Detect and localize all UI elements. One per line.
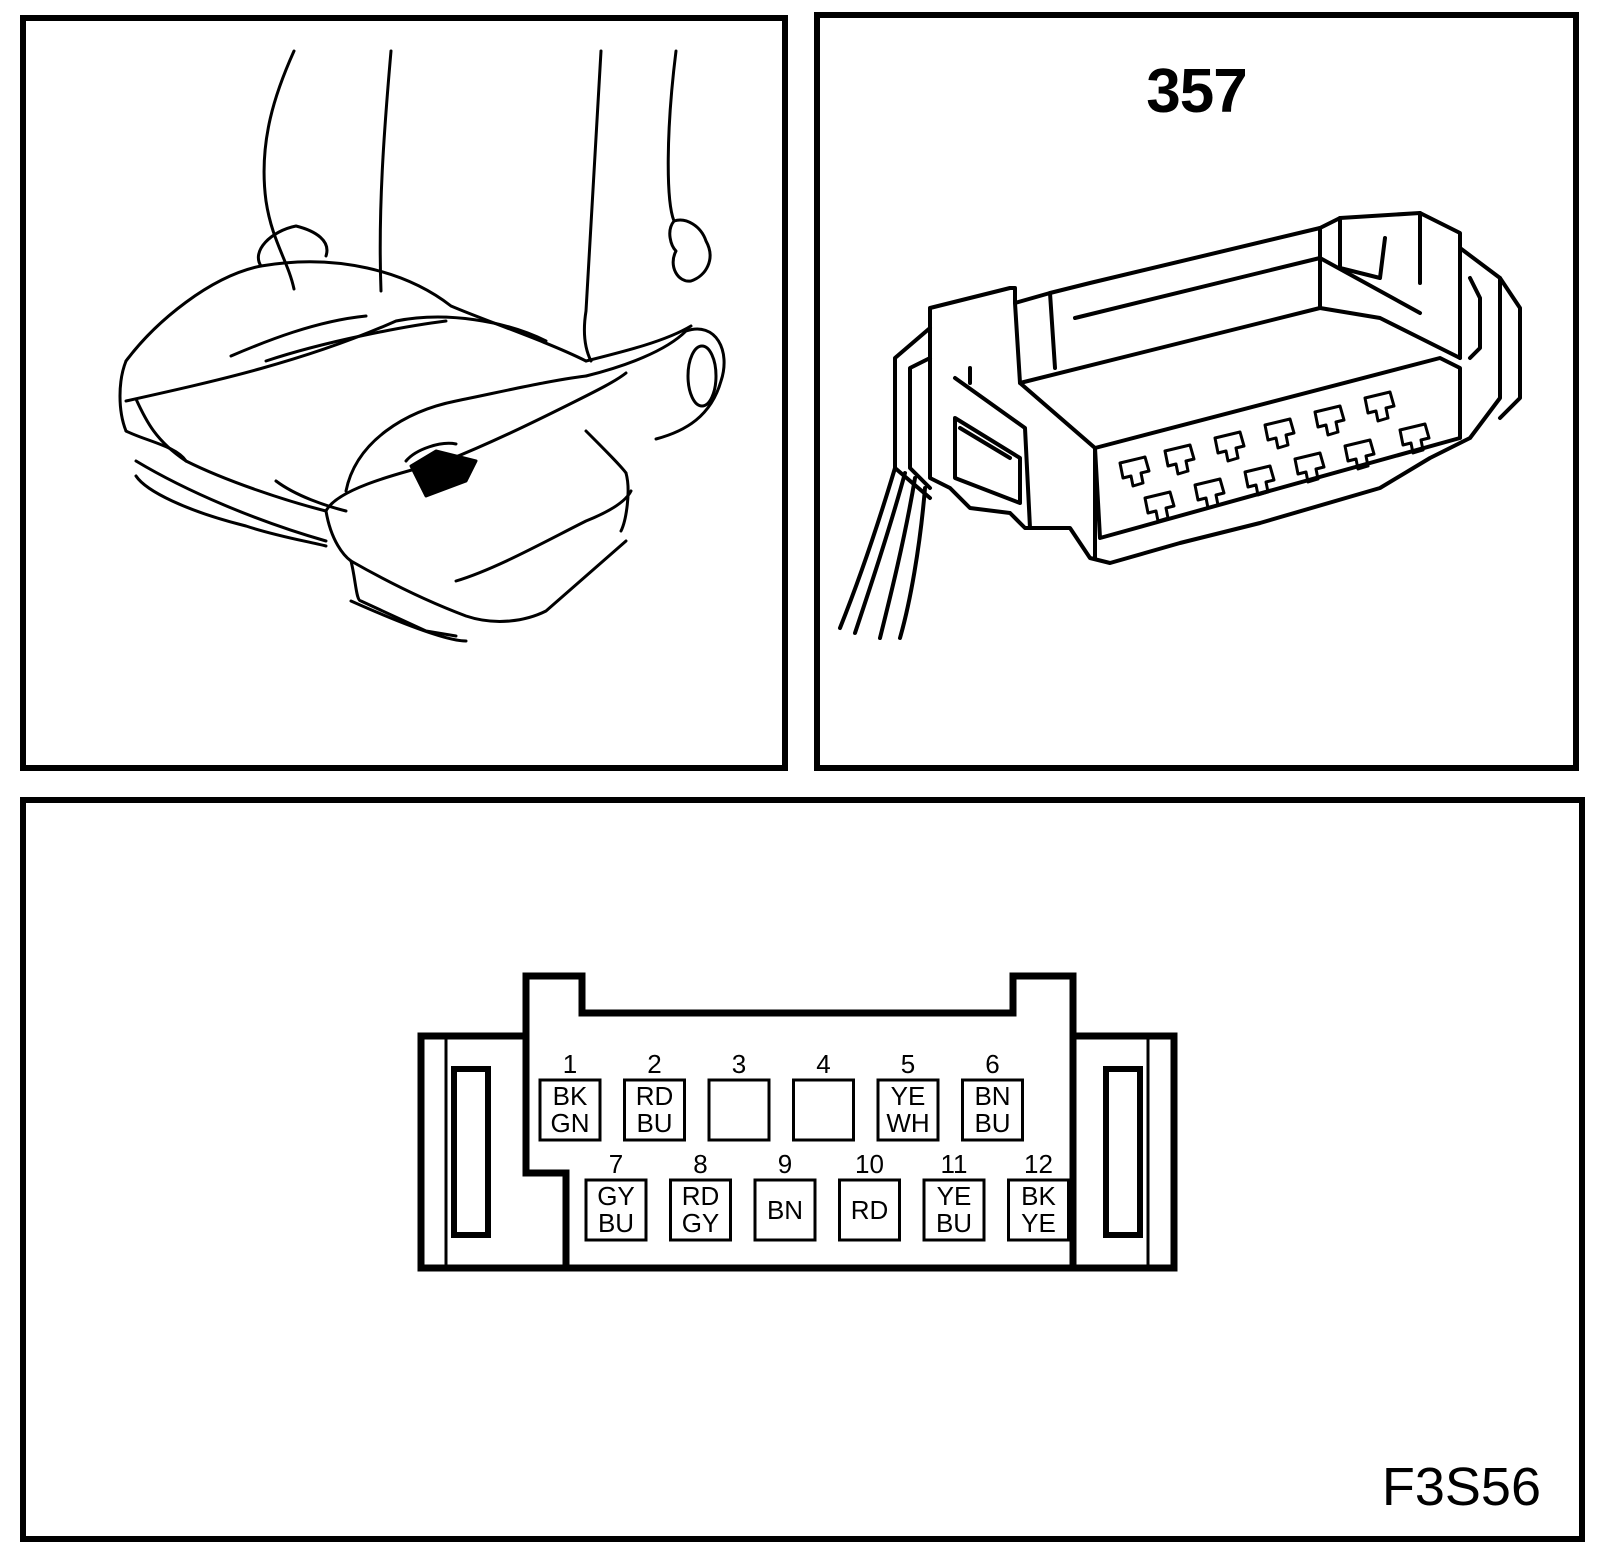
wire-color-primary: RD [636,1081,674,1111]
pin-number: 10 [855,1149,884,1179]
figure-code-label: F3S56 [1381,1457,1541,1517]
left-latch-slot [451,1066,491,1238]
wire-color-primary: BN [974,1081,1010,1111]
wire-color-secondary: GN [551,1108,590,1138]
wire-color-primary: BK [553,1081,588,1111]
pin-cavity [623,1078,686,1142]
pin-3: 3 [707,1049,771,1142]
pin-cavity [876,1078,940,1142]
seat-illustration-panel [20,15,788,771]
pin-number: 3 [732,1049,746,1079]
wire-color-primary: GY [597,1181,635,1211]
pin-cavity [922,1178,986,1242]
pin-number: 6 [985,1049,999,1079]
wire-color-secondary: WH [886,1108,929,1138]
wire-color-primary: BK [1021,1181,1056,1211]
wire-color-secondary: BU [598,1208,634,1238]
pin-cavity [961,1078,1024,1142]
wire-color-label: BN [767,1195,803,1225]
connector-illustration-panel: 357 [814,12,1579,771]
pin-cavity [707,1078,771,1142]
wire-color-secondary: BU [974,1108,1010,1138]
wire-color-secondary: BU [636,1108,672,1138]
pin-cavity [792,1078,855,1142]
pin-4: 4 [792,1049,855,1142]
pin-cavity [1007,1178,1070,1242]
pin-cavity [838,1178,901,1242]
connector-id-label: 357 [1146,57,1247,126]
wire-color-secondary: GY [682,1208,720,1238]
pin-number: 1 [563,1049,577,1079]
wire-color-secondary: BU [936,1208,972,1238]
pin-number: 11 [941,1149,968,1179]
pin-number: 12 [1024,1149,1053,1179]
pin-cavity [669,1178,732,1242]
wire-color-label: RD [851,1195,889,1225]
pin-number: 5 [901,1049,915,1079]
pin-number: 9 [778,1149,792,1179]
pin-cavity [538,1078,602,1142]
pin-cavity [584,1178,648,1242]
pin-number: 7 [609,1149,623,1179]
pin-number: 2 [647,1049,661,1079]
pin-number: 8 [693,1149,707,1179]
pin-9: 9BN [753,1149,817,1242]
wire-color-secondary: YE [1021,1208,1056,1238]
right-latch-slot [1103,1066,1143,1238]
wire-color-primary: YE [937,1181,972,1211]
pin-number: 4 [816,1049,830,1079]
car-seat-icon [118,49,726,643]
connector-face-outline [417,972,1178,1272]
wire-color-primary: YE [891,1081,926,1111]
connector-housing-icon [838,211,1522,640]
wire-color-primary: RD [682,1181,720,1211]
pin-cavity [753,1178,817,1242]
